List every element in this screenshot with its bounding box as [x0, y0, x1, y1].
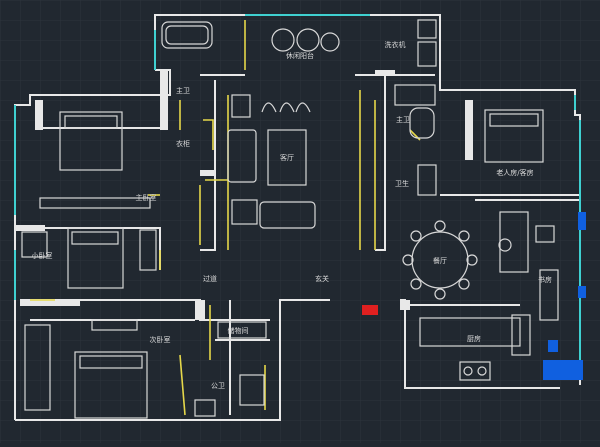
room-label-wc: 公卫: [211, 382, 225, 390]
room-label-kitchen: 厨房: [467, 334, 481, 343]
structural-walls: [15, 70, 473, 320]
room-label-bath-right-small: 卫生: [395, 179, 409, 188]
markers: [362, 212, 586, 380]
room-label-bedroom-master: 主卧室: [136, 193, 157, 202]
room-label-balcony: 休闲阳台: [286, 51, 314, 60]
blue-marker: [578, 286, 586, 298]
room-label-storage: 储物间: [228, 326, 249, 335]
room-label-bedroom-right: 老人房/客房: [496, 168, 533, 177]
room-label-closet-left: 衣柜: [176, 139, 190, 148]
room-label-entrance: 玄关: [315, 274, 329, 283]
room-label-bedroom-bottom-left: 次卧室: [150, 335, 171, 344]
furniture: [21, 19, 559, 419]
blue-marker: [543, 360, 583, 380]
room-label-bedroom-left-mid: 小卧室: [32, 251, 53, 260]
room-label-bath-top-left: 主卫: [176, 86, 190, 95]
room-label-restaurant: 餐厅: [433, 256, 447, 265]
room-label-study: 书房: [538, 275, 552, 284]
room-label-laundry: 洗衣机: [385, 40, 406, 49]
room-label-corridor: 过道: [203, 274, 217, 283]
blue-marker: [548, 340, 558, 352]
room-label-bath-right: 主卫: [396, 115, 410, 124]
red-marker: [362, 305, 378, 315]
blue-marker: [578, 212, 586, 230]
room-label-living-room: 客厅: [280, 153, 294, 162]
windows: [14, 14, 581, 380]
